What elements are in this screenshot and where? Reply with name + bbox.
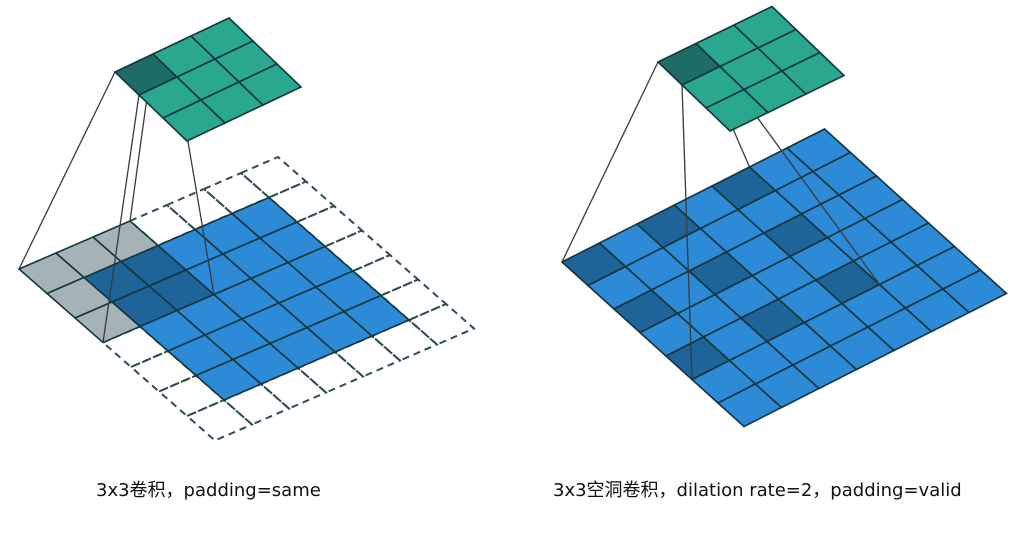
projection-line (681, 84, 693, 380)
padding-cell (239, 155, 308, 199)
kernel-cell-padding (73, 301, 142, 344)
same-padding-convolution-panel (17, 17, 476, 442)
input-cell (342, 294, 411, 337)
output-cell (237, 63, 303, 106)
kernel-cell-padding (91, 220, 160, 263)
padding-cell (407, 302, 476, 346)
caption-dilated: 3x3空洞卷积，dilation rate=2，padding=valid (553, 480, 962, 501)
padding-cell (185, 398, 254, 442)
projection-line (561, 61, 659, 263)
input-cell (941, 269, 1008, 314)
dilated-convolution-panel (560, 5, 1008, 428)
projection-line (102, 94, 140, 343)
output-cell (780, 51, 846, 95)
caption-same-padding: 3x3卷积，padding=same (96, 480, 321, 501)
projection-line (18, 71, 116, 270)
